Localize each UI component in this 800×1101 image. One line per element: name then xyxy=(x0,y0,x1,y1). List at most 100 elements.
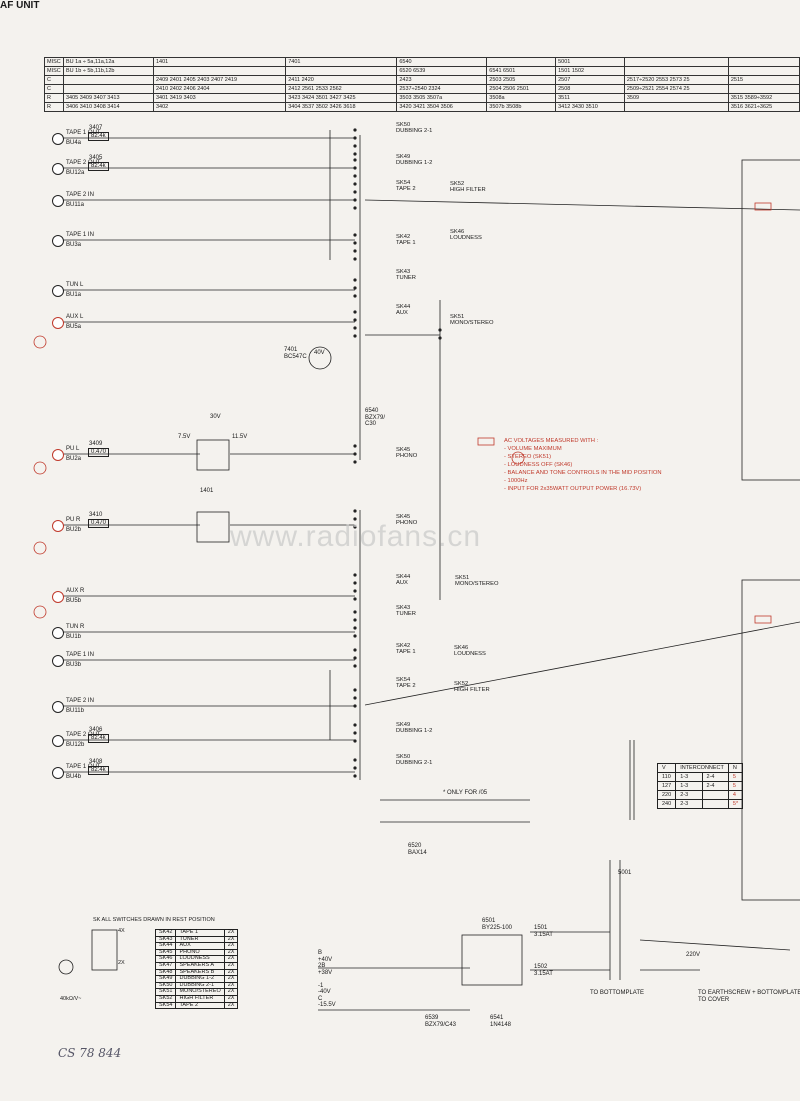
switch-contact xyxy=(353,589,357,593)
note-line: - INPUT FOR 2x35WATT OUTPUT POWER (16.73… xyxy=(504,486,642,492)
switch-contact xyxy=(353,774,357,778)
switch-contact xyxy=(353,318,357,322)
switch-contact xyxy=(353,444,357,448)
switch-contact xyxy=(353,257,357,261)
note-title: AC VOLTAGES MEASURED WITH : xyxy=(504,438,599,444)
switch-contact xyxy=(353,174,357,178)
switch-contact xyxy=(353,758,357,762)
fuse2-label: 1502 3.15AT xyxy=(534,964,553,977)
switch-name: TAPE 2 xyxy=(396,186,416,193)
mains-label: 220V xyxy=(686,952,701,958)
switch-contact xyxy=(353,136,357,140)
switch-name: TAPE 1 xyxy=(396,649,416,656)
switch-contact xyxy=(353,581,357,585)
vt-cell: 220 xyxy=(656,790,677,800)
switch-id: SK54 xyxy=(396,180,411,186)
zener2-label: 6539 BZX79/C43 xyxy=(425,1015,457,1028)
switch-contact xyxy=(353,144,357,148)
input-jack xyxy=(52,285,64,297)
switch-contact xyxy=(353,128,357,132)
switch-contact xyxy=(438,328,442,332)
supply-rails: B +40V 2B +38V -1 -40V C -15.5V xyxy=(318,950,336,1008)
input-jack xyxy=(52,701,64,713)
switch-id: SK49 xyxy=(396,722,411,728)
jack-ref: BU2a xyxy=(66,456,82,462)
document-stamp: CS 78 844 xyxy=(58,1046,122,1060)
jack-label: TAPE 1 IN xyxy=(66,232,94,238)
jack-label: TAPE 1 OUT xyxy=(66,764,101,770)
transistor-label: 7401 BC547C xyxy=(284,347,307,360)
input-jack xyxy=(52,163,64,175)
jack-label: TAPE 2 OUT xyxy=(66,732,101,738)
resistor-value: 82.4k xyxy=(88,162,109,171)
switch-id: SK45 xyxy=(396,447,411,453)
vt-cell: 5 xyxy=(727,772,744,782)
sk52-bot-label: SK52 HIGH FILTER xyxy=(454,681,490,694)
switch-name: DUBBING 2-1 xyxy=(396,760,433,767)
resistor-value: 0.470 xyxy=(88,519,110,528)
vt-cell: 4 xyxy=(727,790,744,800)
switch-contact xyxy=(353,166,357,170)
switch-contact xyxy=(353,731,357,735)
switch-contact xyxy=(353,626,357,630)
switch-contact xyxy=(353,310,357,314)
jack-ref: BU4a xyxy=(66,140,82,146)
jack-ref: BU5a xyxy=(66,324,82,330)
switch-id: SK43 xyxy=(396,605,411,611)
switch-contact xyxy=(353,452,357,456)
jack-label: AUX R xyxy=(66,588,85,594)
switch-contact xyxy=(353,190,357,194)
resistor-ref: 3405 xyxy=(89,155,103,161)
table-cell: 3404 3537 3502 3426 3618 xyxy=(285,102,398,112)
unit-title: AF UNIT xyxy=(0,0,40,11)
ic-label: 1401 xyxy=(200,488,214,494)
switch-contact xyxy=(353,278,357,282)
vt-cell xyxy=(701,799,729,809)
switch-contact xyxy=(353,326,357,330)
vt-cell: 2-3 xyxy=(675,799,703,809)
watermark: www.radiofans.cn xyxy=(230,520,482,553)
jack-ref: BU3a xyxy=(66,242,82,248)
switch-contact xyxy=(353,766,357,770)
jack-ref: BU12b xyxy=(66,742,85,748)
switch-contact xyxy=(353,158,357,162)
resistor-ref: 3408 xyxy=(89,759,103,765)
switch-id: SK42 xyxy=(396,234,411,240)
vt-cell: 127 xyxy=(656,781,677,791)
resistor-ref: 3410 xyxy=(89,512,103,518)
switch-contact xyxy=(353,233,357,237)
sk46-bot-label: SK46 LOUDNESS xyxy=(454,645,486,658)
resistor-ref: 3409 xyxy=(89,441,103,447)
jack-label: TAPE 2 IN xyxy=(66,698,94,704)
jack-label: AUX L xyxy=(66,314,84,320)
switch-name: TAPE 1 xyxy=(396,240,416,247)
jack-label: TUN R xyxy=(66,624,85,630)
jack-ref: BU11a xyxy=(66,202,84,208)
vt-cell: 1-3 xyxy=(675,781,703,791)
switch-id: SK49 xyxy=(396,154,411,160)
resistor-value: 82.4k xyxy=(88,734,109,743)
jack-ref: BU2b xyxy=(66,527,82,533)
input-jack xyxy=(52,317,64,329)
switch-name: DUBBING 1-2 xyxy=(396,728,433,735)
bridge-label: 6501 BY225-100 xyxy=(482,918,513,931)
input-jack xyxy=(52,520,64,532)
legend-cell: 2X xyxy=(223,1001,239,1010)
bottomplate-label: TO BOTTOMPLATE xyxy=(590,990,645,996)
legend-2x: 2X xyxy=(118,960,125,966)
rail-75v: 7.5V xyxy=(178,434,191,440)
switch-id: SK43 xyxy=(396,269,411,275)
